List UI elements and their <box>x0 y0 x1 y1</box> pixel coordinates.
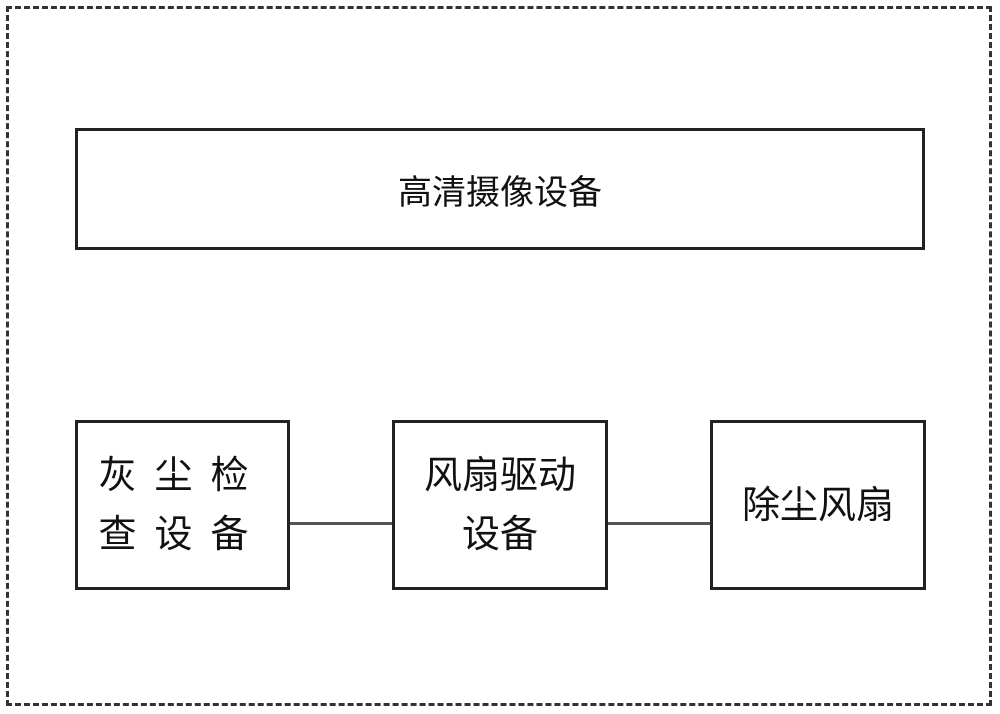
hd-camera-device-box: 高清摄像设备 <box>75 128 925 250</box>
dust-removal-fan-box: 除尘风扇 <box>710 420 926 590</box>
dust-removal-fan-label: 除尘风扇 <box>741 482 894 527</box>
dust-inspection-device-box: 灰尘检查设备 <box>75 420 290 590</box>
connector-line-driver-to-fan <box>608 522 710 525</box>
hd-camera-device-label: 高清摄像设备 <box>398 172 602 213</box>
system-boundary-dashed-frame <box>6 6 992 706</box>
fan-driver-device-label: 风扇驱动设备 <box>423 453 576 556</box>
dust-inspection-device-label: 灰尘检查设备 <box>98 453 267 556</box>
fan-driver-device-box: 风扇驱动设备 <box>392 420 608 590</box>
connector-line-dust-to-driver <box>290 522 392 525</box>
